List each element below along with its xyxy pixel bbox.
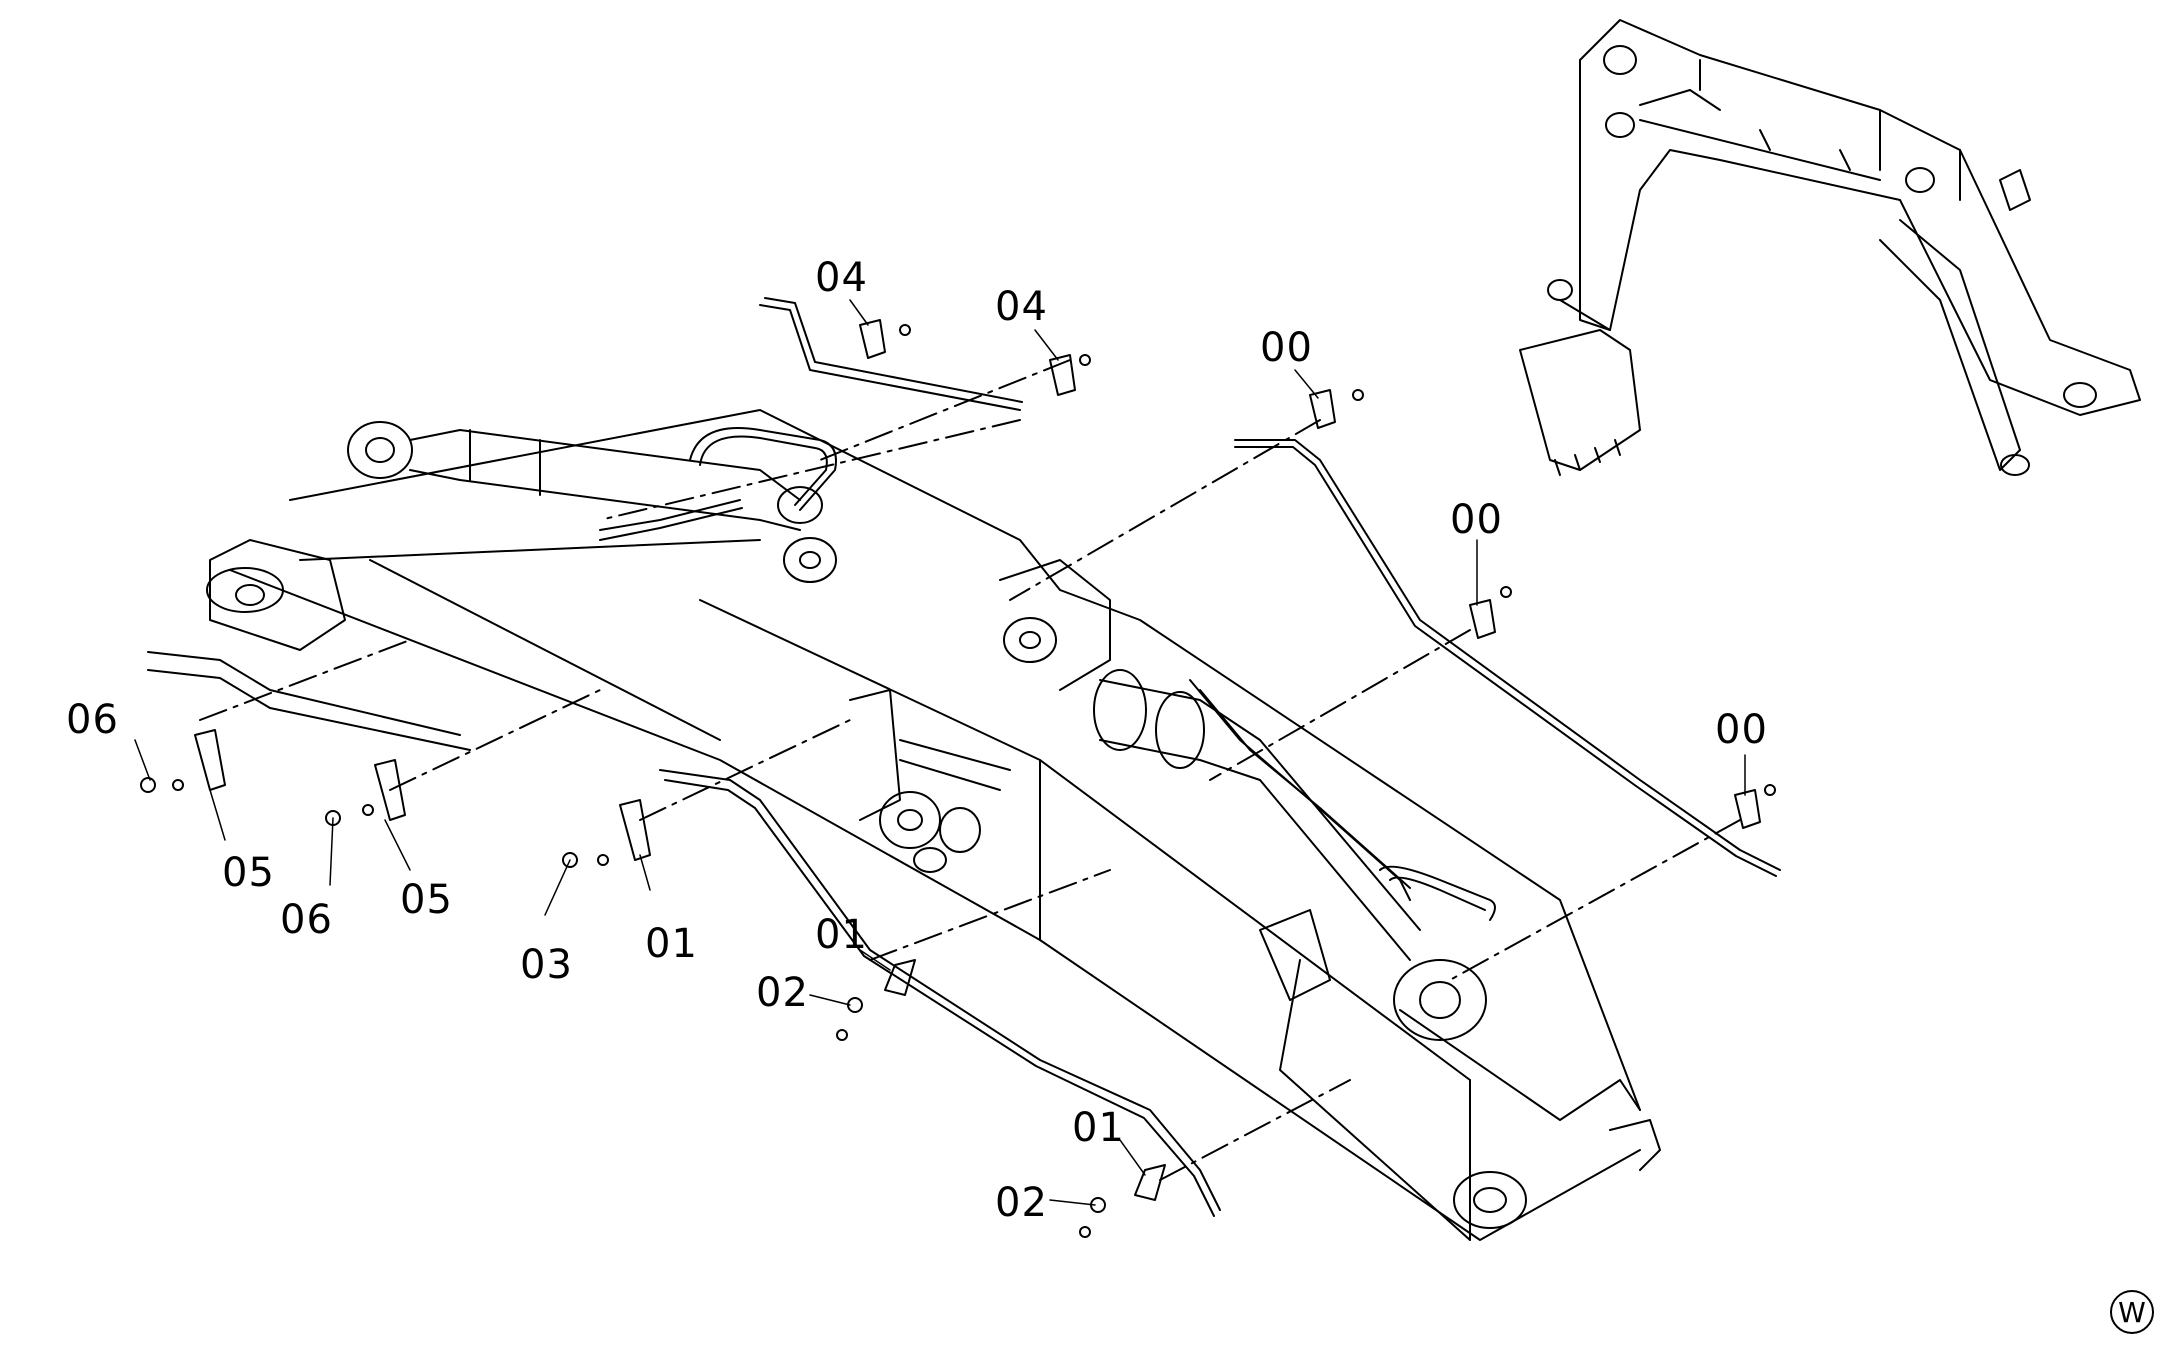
part-label-04: 04: [815, 255, 868, 301]
part-label-00: 00: [1450, 497, 1503, 543]
boom-cylinder: [999, 559, 1487, 1041]
part-label-06: 06: [66, 697, 119, 743]
part-label-02: 02: [756, 970, 809, 1016]
part-label-04: 04: [995, 284, 1048, 330]
part-label-03: 03: [520, 942, 573, 988]
clamps: [194, 319, 1761, 1201]
part-label-05: 05: [222, 850, 275, 896]
part-label-01: 01: [815, 912, 868, 958]
part-label-05: 05: [400, 877, 453, 923]
part-label-02: 02: [995, 1180, 1048, 1226]
part-label-00: 00: [1715, 707, 1768, 753]
part-label-00: 00: [1260, 325, 1313, 371]
pivot-bracket: [849, 689, 1011, 873]
part-label-06: 06: [280, 897, 333, 943]
part-label-01: 01: [1072, 1105, 1125, 1151]
arm-cylinder: [347, 421, 837, 583]
corner-mark-w: W: [2110, 1290, 2154, 1334]
leader-lines: [199, 359, 1741, 1181]
hydraulic-lines: [147, 297, 1781, 1217]
part-label-01: 01: [645, 921, 698, 967]
boom-body: [206, 409, 1661, 1241]
inset-machine: [1519, 19, 2141, 476]
label-leaders: [134, 299, 1746, 1206]
